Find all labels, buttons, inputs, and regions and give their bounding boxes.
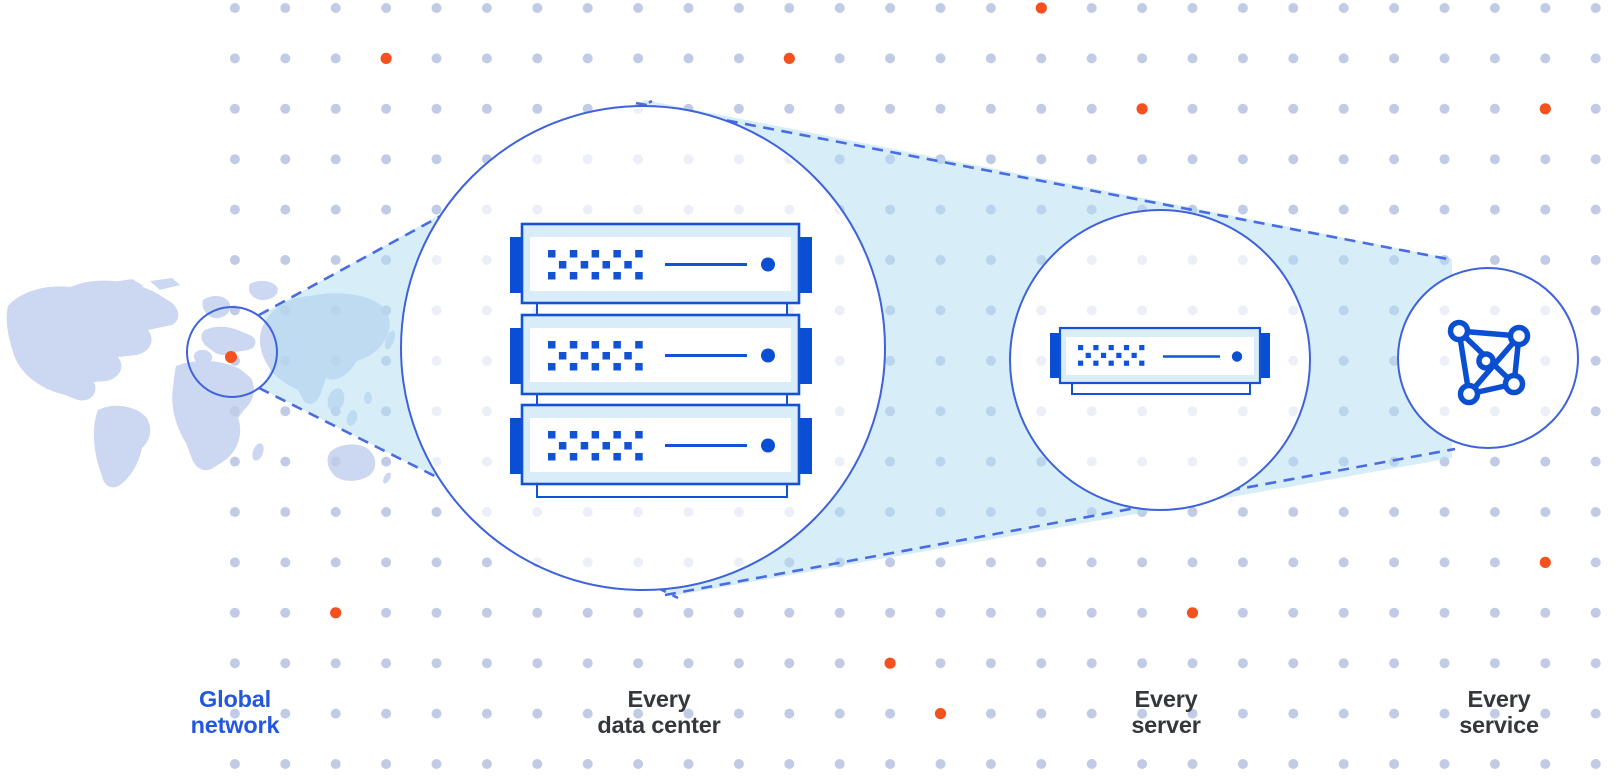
label-every-service: Every service — [1459, 686, 1539, 738]
server-icon — [1050, 326, 1270, 395]
label-global-network: Global network — [190, 686, 280, 738]
map-highlight-circle — [186, 306, 278, 398]
location-dot-icon — [225, 351, 237, 363]
server-rack-icon — [508, 222, 814, 498]
label-every-server: Every server — [1131, 686, 1201, 738]
label-every-data-center: Every data center — [597, 686, 721, 738]
network-mesh-icon — [1447, 319, 1531, 406]
